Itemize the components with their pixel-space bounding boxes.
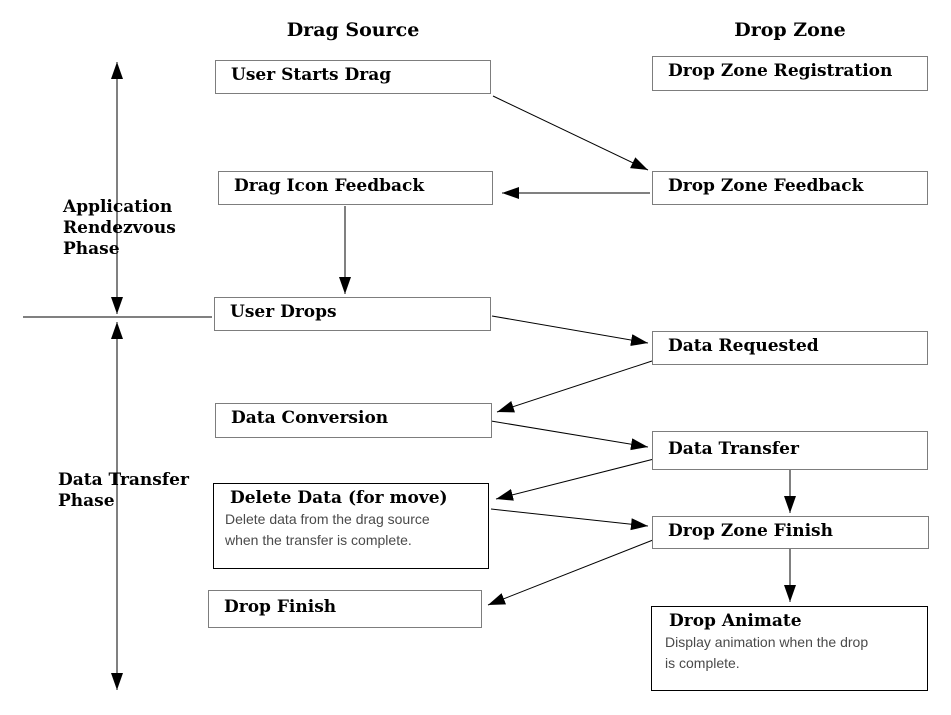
node-title: Drop Zone Feedback xyxy=(668,176,864,196)
column-header-drag-source: Drag Source xyxy=(286,19,420,41)
edge-user-starts-drag-to-drop-zone-feedback xyxy=(492,95,649,171)
node-title: Drop Animate xyxy=(669,611,802,631)
edge-drop-zone-finish-to-drop-finish xyxy=(487,539,654,606)
edge-data-conversion-to-data-transfer xyxy=(490,420,649,451)
node-title: Drop Zone Registration xyxy=(668,61,893,81)
node-title: Delete Data (for move) xyxy=(230,488,448,508)
column-header-drop-zone: Drop Zone xyxy=(734,19,846,41)
node-title: Data Transfer xyxy=(668,439,799,459)
edge-delete-data-to-drop-zone-finish xyxy=(490,508,649,531)
node-data-conversion: Data Conversion xyxy=(215,403,492,438)
node-drop-animate: Drop Animate Display animation when the … xyxy=(651,606,928,691)
edge-data-requested-to-data-conversion xyxy=(496,360,653,413)
phase-label-data-transfer: Data Transfer Phase xyxy=(58,470,189,511)
node-delete-data: Delete Data (for move) Delete data from … xyxy=(213,483,489,569)
node-drop-finish: Drop Finish xyxy=(208,590,482,628)
node-drop-zone-feedback: Drop Zone Feedback xyxy=(652,171,928,205)
node-user-starts-drag: User Starts Drag xyxy=(215,60,491,94)
phase-label-application-rendezvous: Application Rendezvous Phase xyxy=(63,197,176,259)
node-data-transfer: Data Transfer xyxy=(652,431,928,470)
node-title: User Drops xyxy=(230,302,337,322)
node-drop-zone-registration: Drop Zone Registration xyxy=(652,56,928,91)
node-title: Data Conversion xyxy=(231,408,389,428)
node-description: Display animation when the drop is compl… xyxy=(665,634,869,671)
edge-user-drops-to-data-requested xyxy=(491,315,649,347)
node-title: Drop Zone Finish xyxy=(668,521,833,541)
node-title: Drop Finish xyxy=(224,597,337,617)
node-title: Drag Icon Feedback xyxy=(234,176,425,196)
node-title: Data Requested xyxy=(668,336,819,356)
node-drag-icon-feedback: Drag Icon Feedback xyxy=(218,171,493,205)
node-data-requested: Data Requested xyxy=(652,331,928,365)
node-user-drops: User Drops xyxy=(214,297,491,331)
node-description: Delete data from the drag source when th… xyxy=(225,511,430,548)
edge-data-transfer-to-delete-data xyxy=(495,458,655,501)
node-drop-zone-finish: Drop Zone Finish xyxy=(652,516,929,549)
node-title: User Starts Drag xyxy=(231,65,392,85)
